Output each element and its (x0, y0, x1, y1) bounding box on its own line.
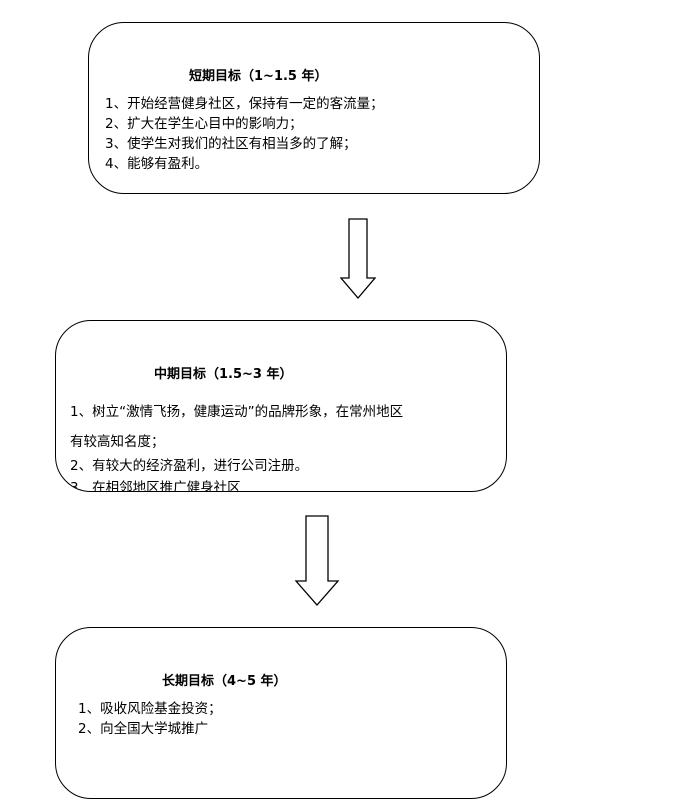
down-arrow-icon (294, 515, 340, 606)
mid-term-item: 1、树立“激情飞扬，健康运动”的品牌形象，在常州地区 (70, 404, 404, 420)
mid-term-item: 3、在相邻地区推广健身社区 (70, 480, 241, 492)
mid-term-item: 有较高知名度； (70, 434, 165, 450)
short-term-goal-box: 短期目标（1~1.5 年） 1、开始经营健身社区，保持有一定的客流量； 2、扩大… (88, 22, 540, 194)
mid-term-goal-box: 中期目标（1.5~3 年） 1、树立“激情飞扬，健康运动”的品牌形象，在常州地区… (55, 320, 507, 492)
short-term-title: 短期目标（1~1.5 年） (189, 69, 328, 84)
short-term-item: 4、能够有盈利。 (105, 156, 209, 172)
long-term-goal-box: 长期目标（4~5 年） 1、吸收风险基金投资； 2、向全国大学城推广 (55, 627, 507, 799)
short-term-item: 2、扩大在学生心目中的影响力； (105, 116, 303, 132)
long-term-title: 长期目标（4~5 年） (162, 674, 287, 689)
long-term-item: 1、吸收风险基金投资； (78, 701, 222, 717)
mid-term-title: 中期目标（1.5~3 年） (154, 367, 293, 382)
short-term-item: 3、使学生对我们的社区有相当多的了解； (105, 136, 357, 152)
down-arrow-icon (340, 218, 376, 300)
long-term-item: 2、向全国大学城推广 (78, 721, 209, 737)
short-term-item: 1、开始经营健身社区，保持有一定的客流量； (105, 96, 384, 112)
mid-term-item: 2、有较大的经济盈利，进行公司注册。 (70, 458, 309, 474)
